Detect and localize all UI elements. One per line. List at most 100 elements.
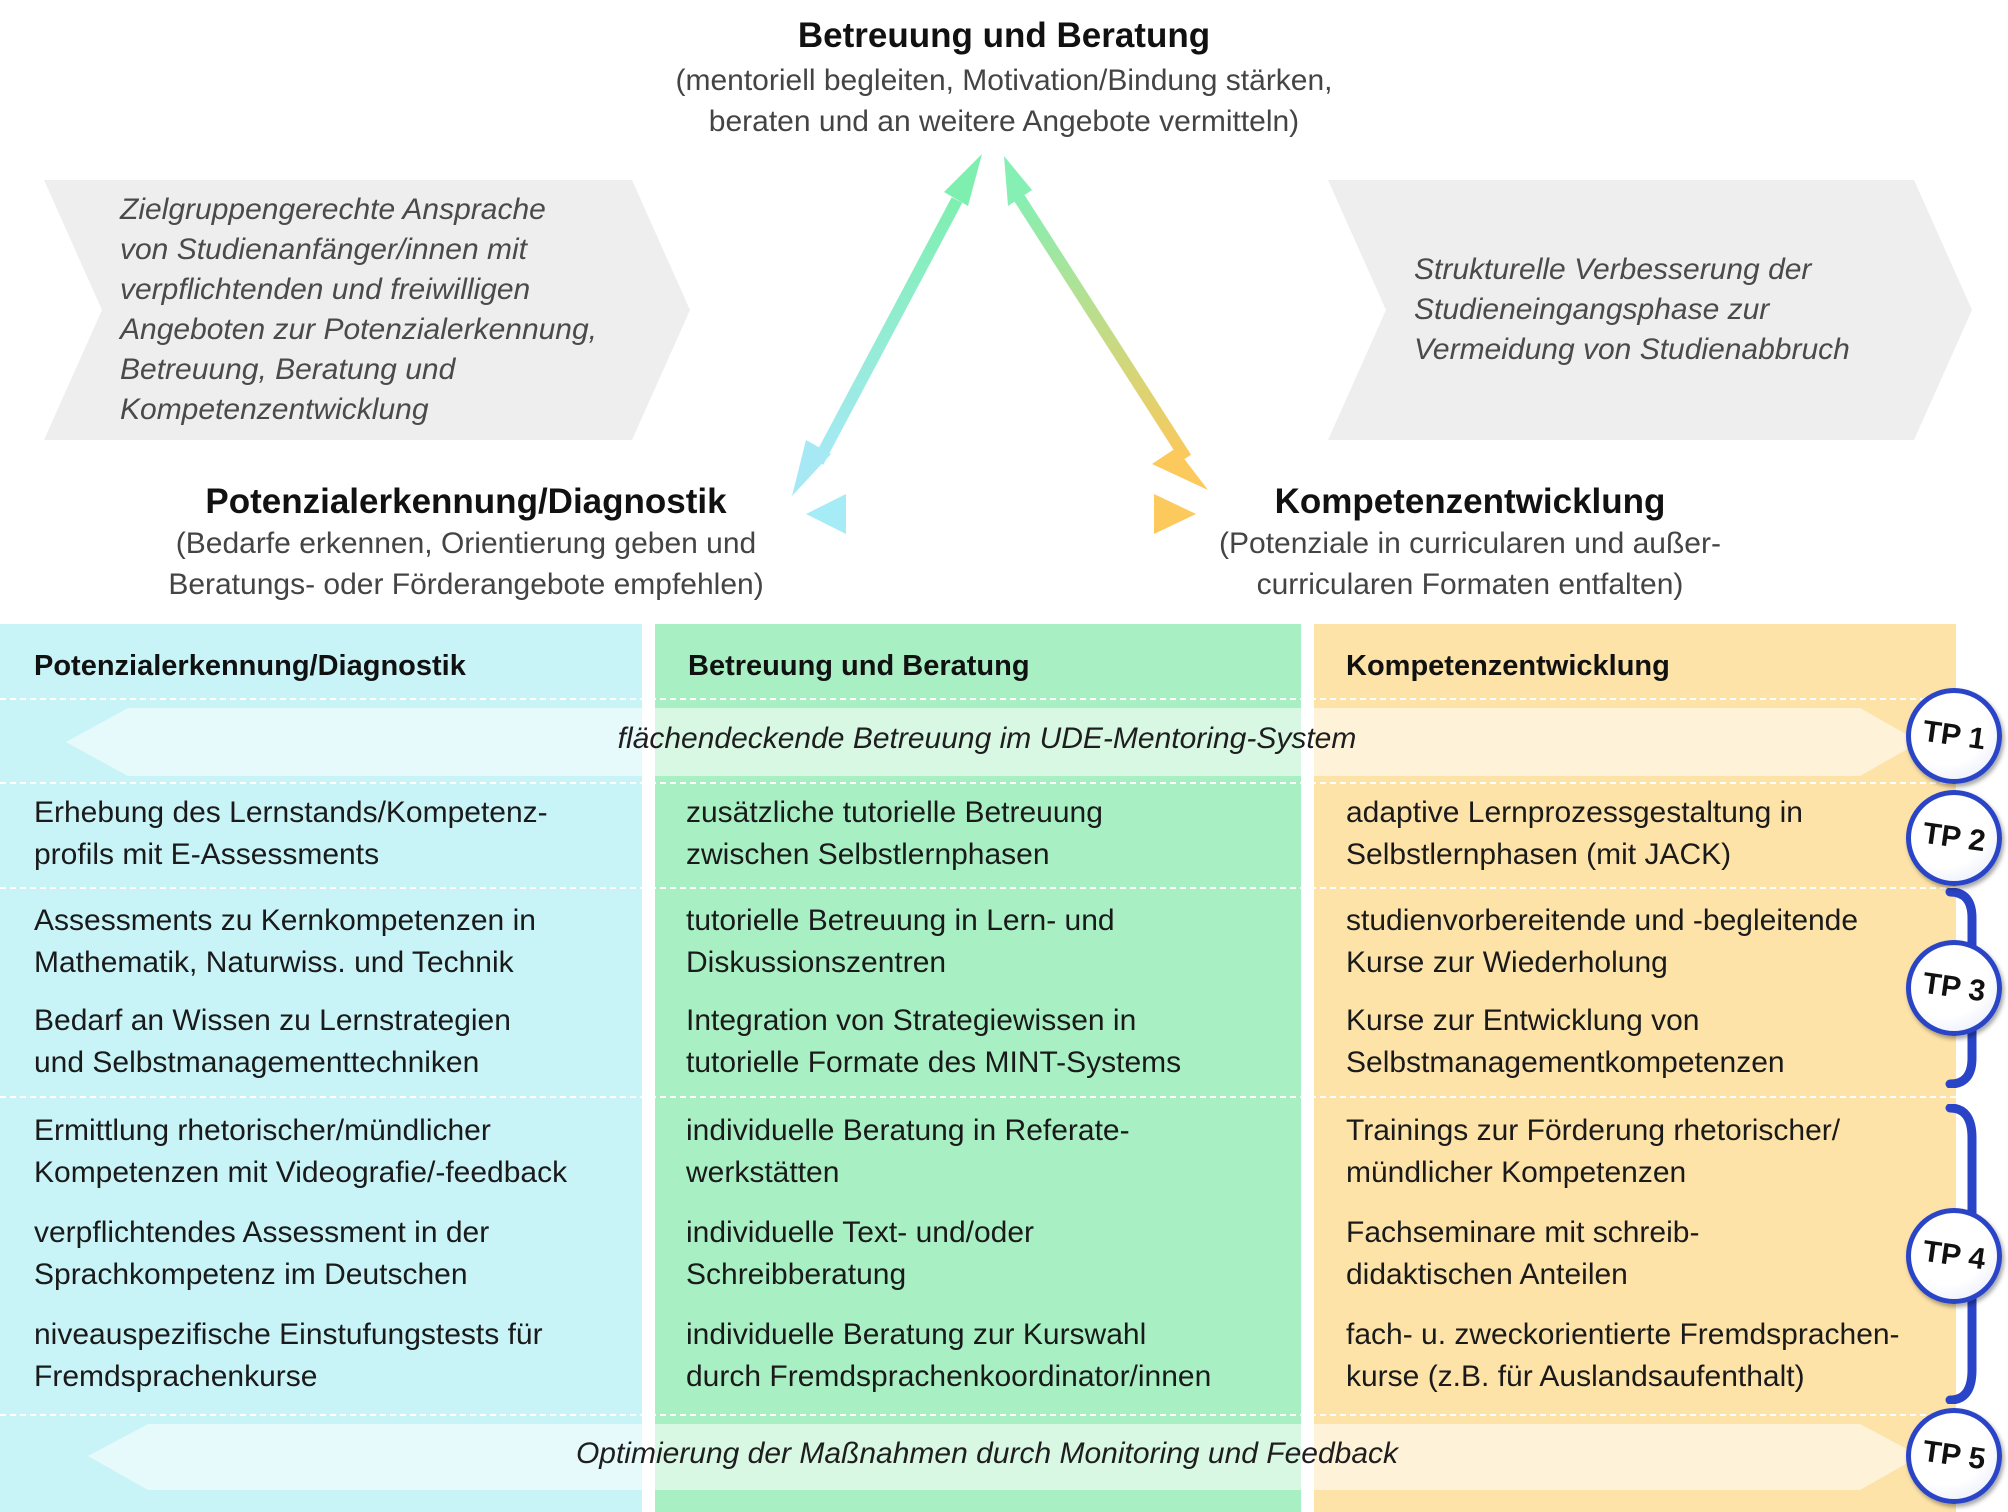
row-separator	[0, 1414, 1956, 1416]
band-text-tp1: flächendeckende Betreuung im UDE-Mentori…	[617, 722, 1357, 755]
cell-line: zusätzliche tutorielle Betreuung	[686, 796, 1103, 829]
right-double-arrow	[1004, 156, 1208, 490]
cell-line: Selbstmanagementkompetenzen	[1346, 1046, 1785, 1079]
cell-line: verpflichtendes Assessment in der	[34, 1216, 490, 1249]
column-header-betreuung: Betreuung und Beratung	[688, 650, 1030, 682]
cell-line: Kompetenzen mit Videografie/-feedback	[34, 1156, 568, 1189]
cell-line: Kurse zur Entwicklung von	[1346, 1004, 1700, 1037]
cell-line: durch Fremdsprachenkoordinator/innen	[686, 1360, 1212, 1393]
left-node-title: Potenzialerkennung/Diagnostik	[205, 482, 727, 521]
right-node-title: Kompetenzentwicklung	[1274, 482, 1666, 521]
left-chevron-line: Kompetenzentwicklung	[120, 393, 429, 426]
cell-line: werkstätten	[686, 1156, 840, 1189]
cell-line: Bedarf an Wissen zu Lernstrategien	[34, 1004, 511, 1037]
cell-line: niveauspezifische Einstufungstests für	[34, 1318, 543, 1351]
cell-line: Kurse zur Wiederholung	[1346, 946, 1668, 979]
cell-line: Assessments zu Kernkompetenzen in	[34, 904, 536, 937]
tp4-badge: TP 4	[1906, 1208, 2002, 1304]
row-1-col-3: adaptive Lernprozessgestaltung in Selbst…	[1346, 792, 1803, 876]
row-separator	[0, 782, 1956, 784]
cell-line: und Selbstmanagementtechniken	[34, 1046, 480, 1079]
bottom-double-arrow	[806, 494, 1196, 534]
cell-line: Mathematik, Naturwiss. und Technik	[34, 946, 514, 979]
left-chevron-line: Zielgruppengerechte Ansprache	[120, 193, 546, 226]
cell-line: profils mit E-Assessments	[34, 838, 380, 871]
row-2-col-1: Assessments zu Kernkompetenzen in Mathem…	[34, 900, 536, 984]
cell-line: mündlicher Kompetenzen	[1346, 1156, 1687, 1189]
cell-line: Fremdsprachenkurse	[34, 1360, 318, 1393]
tp1-badge: TP 1	[1906, 688, 2002, 784]
row-2-col-2: tutorielle Betreuung in Lern- und Diskus…	[686, 900, 1115, 984]
row-separator	[0, 698, 1956, 700]
row-3-col-3: Kurse zur Entwicklung von Selbstmanageme…	[1346, 1000, 1785, 1084]
left-chevron-text: Zielgruppengerechte Ansprache von Studie…	[120, 190, 597, 430]
left-chevron-line: Betreuung, Beratung und	[120, 353, 456, 386]
cell-line: Integration von Strategiewissen in	[686, 1004, 1137, 1037]
tp1-label: TP 1	[1920, 714, 1988, 757]
row-5-col-2: individuelle Text- und/oder Schreibberat…	[686, 1212, 1034, 1296]
row-3-col-2: Integration von Strategiewissen in tutor…	[686, 1000, 1181, 1084]
cell-line: kurse (z.B. für Auslandsaufenthalt)	[1346, 1360, 1805, 1393]
cell-line: fach- u. zweckorientierte Fremdsprachen-	[1346, 1318, 1900, 1351]
tp2-badge: TP 2	[1906, 790, 2002, 886]
cell-line: Schreibberatung	[686, 1258, 907, 1291]
cell-line: Selbstlernphasen (mit JACK)	[1346, 838, 1732, 871]
right-node-subtitle-1: (Potenziale in curricularen und außer-	[1219, 527, 1721, 560]
cell-line: Diskussionszentren	[686, 946, 947, 979]
row-4-col-3: Trainings zur Förderung rhetorischer/ mü…	[1346, 1110, 1840, 1194]
row-4-col-1: Ermittlung rhetorischer/mündlicher Kompe…	[34, 1110, 567, 1194]
top-node-subtitle-2: beraten und an weitere Angebote vermitte…	[708, 105, 1300, 138]
right-chevron-text: Strukturelle Verbesserung der Studienein…	[1414, 250, 1850, 370]
column-header-diagnostik: Potenzialerkennung/Diagnostik	[34, 650, 466, 682]
row-3-col-1: Bedarf an Wissen zu Lernstrategien und S…	[34, 1000, 511, 1084]
left-chevron-line: Angeboten zur Potenzialerkennung,	[120, 313, 598, 346]
top-node-subtitle-1: (mentoriell begleiten, Motivation/Bindun…	[675, 64, 1333, 97]
row-1-col-2: zusätzliche tutorielle Betreuung zwische…	[686, 792, 1103, 876]
tp3-label: TP 3	[1920, 966, 1988, 1009]
row-5-col-1: verpflichtendes Assessment in der Sprach…	[34, 1212, 489, 1296]
right-node-subtitle-2: curricularen Formaten entfalten)	[1256, 568, 1684, 601]
row-5-col-3: Fachseminare mit schreib- didaktischen A…	[1346, 1212, 1699, 1296]
right-chevron-line: Strukturelle Verbesserung der	[1414, 253, 1812, 286]
band-text-tp5: Optimierung der Maßnahmen durch Monitori…	[575, 1437, 1399, 1470]
right-chevron-line: Vermeidung von Studienabbruch	[1414, 333, 1850, 366]
band-arrow-tp1	[66, 708, 1920, 776]
band-arrow-tp5	[88, 1424, 1920, 1490]
cell-line: Erhebung des Lernstands/Kompetenz-	[34, 796, 548, 829]
left-chevron-line: verpflichtenden und freiwilligen	[120, 273, 531, 306]
row-6-col-1: niveauspezifische Einstufungstests für F…	[34, 1314, 543, 1398]
right-chevron-line: Studieneingangsphase zur	[1414, 293, 1770, 326]
cell-line: Ermittlung rhetorischer/mündlicher	[34, 1114, 491, 1147]
row-2-col-3: studienvorbereitende und -begleitende Ku…	[1346, 900, 1858, 984]
row-6-col-2: individuelle Beratung zur Kurswahl durch…	[686, 1314, 1211, 1398]
cell-line: Fachseminare mit schreib-	[1346, 1216, 1700, 1249]
row-separator	[0, 887, 1956, 889]
left-chevron-shape	[44, 180, 690, 440]
left-node-subtitle-1: (Bedarfe erkennen, Orientierung geben un…	[175, 527, 757, 560]
row-1-col-1: Erhebung des Lernstands/Kompetenz- profi…	[34, 792, 548, 876]
cell-line: adaptive Lernprozessgestaltung in	[1346, 796, 1803, 829]
top-node-title: Betreuung und Beratung	[797, 16, 1211, 55]
cell-line: individuelle Beratung in Referate-	[686, 1114, 1130, 1147]
cell-line: studienvorbereitende und -begleitende	[1346, 904, 1859, 937]
triangle-diagram-graphics	[44, 154, 1972, 534]
right-chevron-shape	[1328, 180, 1972, 440]
cell-line: individuelle Beratung zur Kurswahl	[686, 1318, 1147, 1351]
tp5-label: TP 5	[1920, 1434, 1988, 1477]
tp3-badge: TP 3	[1906, 940, 2002, 1036]
cell-line: Trainings zur Förderung rhetorischer/	[1346, 1114, 1841, 1147]
cell-line: tutorielle Betreuung in Lern- und	[686, 904, 1115, 937]
tp5-badge: TP 5	[1906, 1408, 2002, 1504]
left-chevron-line: von Studienanfänger/innen mit	[120, 233, 527, 266]
cell-line: didaktischen Anteilen	[1346, 1258, 1628, 1291]
row-4-col-2: individuelle Beratung in Referate- werks…	[686, 1110, 1130, 1194]
column-header-kompetenz: Kompetenzentwicklung	[1346, 650, 1670, 682]
cell-line: tutorielle Formate des MINT-Systems	[686, 1046, 1182, 1079]
tp2-label: TP 2	[1920, 816, 1988, 859]
left-node-subtitle-2: Beratungs- oder Förderangebote empfehlen…	[168, 568, 764, 601]
row-6-col-3: fach- u. zweckorientierte Fremdsprachen-…	[1346, 1314, 1900, 1398]
cell-line: zwischen Selbstlernphasen	[686, 838, 1050, 871]
cell-line: individuelle Text- und/oder	[686, 1216, 1035, 1249]
row-separator	[0, 1096, 1956, 1098]
